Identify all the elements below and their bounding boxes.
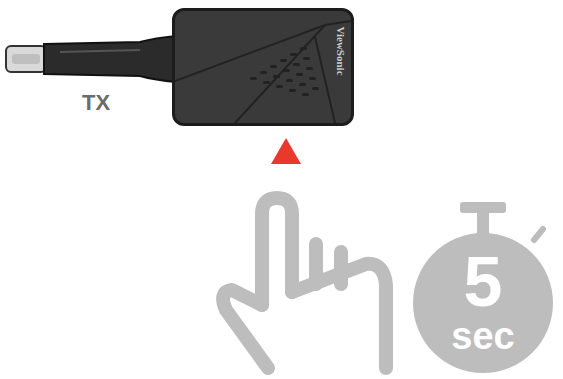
pointer-arrow <box>271 138 301 164</box>
brand-name: ViewSonic <box>335 26 347 75</box>
stopwatch-tick <box>534 229 543 240</box>
stopwatch-stem <box>477 212 489 234</box>
stopwatch-button <box>460 202 506 213</box>
stopwatch-face: 5sec <box>413 233 553 373</box>
duration-number: 5 <box>464 247 503 317</box>
hand-icon <box>223 198 386 368</box>
duration-unit: sec <box>451 317 514 355</box>
cable-highlight <box>60 50 140 52</box>
usb-plug-slot <box>12 54 40 64</box>
transmitter-body: ViewSonic <box>172 8 354 126</box>
cable <box>44 36 176 82</box>
body-pattern <box>175 11 351 123</box>
usb-plug <box>6 46 46 72</box>
device-label: TX <box>82 90 110 116</box>
